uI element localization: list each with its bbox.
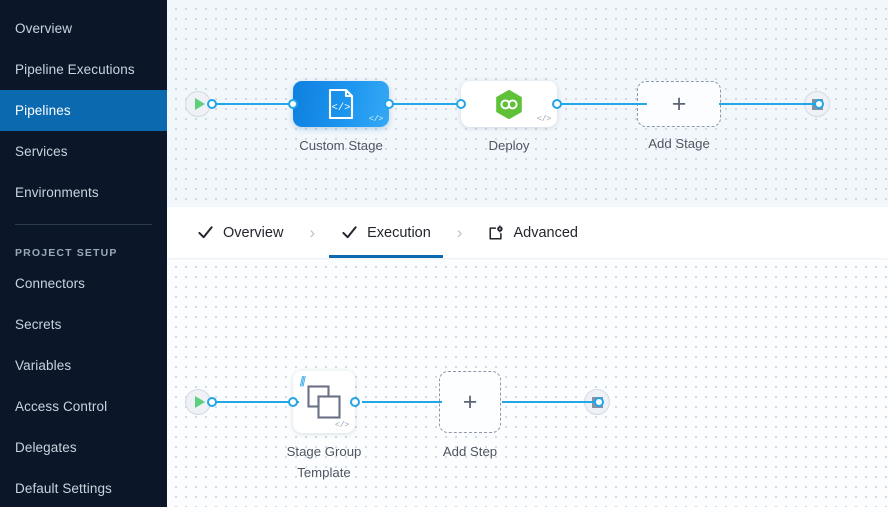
link-template-to-add-step — [362, 400, 442, 404]
node-add-step[interactable]: + Add Step — [439, 371, 501, 459]
start-output-port[interactable] — [207, 99, 217, 109]
custom-stage-output-port[interactable] — [384, 99, 394, 109]
sidebar-item-secrets[interactable]: Secrets — [0, 304, 167, 345]
step-start-node[interactable] — [185, 389, 211, 415]
template-code-badge: </> — [334, 420, 350, 430]
sidebar-item-label: Overview — [15, 21, 73, 36]
sidebar-item-overview[interactable]: Overview — [0, 8, 167, 49]
execution-graph-canvas[interactable]: ||| </> Stage Group Template + Add Step — [167, 258, 888, 507]
sidebar-item-services[interactable]: Services — [0, 131, 167, 172]
link-custom-stage-to-deploy — [389, 102, 497, 106]
sidebar-item-label: Services — [15, 144, 68, 159]
tab-label-execution: Execution — [367, 224, 431, 241]
primary-sidebar: Overview Pipeline Executions Pipelines S… — [0, 0, 167, 507]
tab-separator-1: › — [309, 222, 316, 242]
node-label-deploy: Deploy — [488, 138, 530, 153]
add-stage-button[interactable]: + — [637, 81, 721, 127]
play-triangle — [194, 98, 205, 110]
stage-group-template-box[interactable]: ||| </> — [293, 371, 355, 433]
sidebar-item-pipeline-executions[interactable]: Pipeline Executions — [0, 49, 167, 90]
svg-text:</>: </> — [332, 102, 351, 114]
node-label-add-stage: Add Stage — [648, 136, 710, 151]
node-stage-group-template[interactable]: ||| </> Stage Group Template — [287, 371, 361, 480]
deploy-stage-code-badge: </> — [536, 114, 552, 124]
link-add-step-to-end — [502, 400, 602, 404]
template-output-port[interactable] — [350, 397, 360, 407]
harness-deploy-hexagon-icon — [496, 89, 522, 119]
sidebar-item-delegates[interactable]: Delegates — [0, 427, 167, 468]
link-deploy-to-add-stage — [557, 102, 647, 106]
advanced-settings-icon — [489, 224, 504, 240]
sidebar-item-connectors[interactable]: Connectors — [0, 263, 167, 304]
node-deploy-stage[interactable]: </> Deploy — [461, 81, 557, 153]
node-add-stage[interactable]: + Add Stage — [637, 81, 721, 151]
sidebar-item-label: Delegates — [15, 440, 77, 455]
sidebar-item-default-settings[interactable]: Default Settings — [0, 468, 167, 507]
add-step-button[interactable]: + — [439, 371, 501, 433]
start-play-icon — [185, 389, 211, 415]
node-custom-stage[interactable]: </> </> Custom Stage — [293, 81, 389, 153]
sidebar-item-label: Environments — [15, 185, 99, 200]
custom-stage-box[interactable]: </> </> — [293, 81, 389, 127]
link-add-stage-to-end — [719, 102, 819, 106]
sidebar-item-variables[interactable]: Variables — [0, 345, 167, 386]
deploy-input-port[interactable] — [456, 99, 466, 109]
tab-execution[interactable]: Execution — [329, 207, 443, 258]
link-start-to-template — [209, 400, 299, 404]
stacked-squares-template-icon — [307, 385, 341, 419]
sidebar-item-pipelines[interactable]: Pipelines — [0, 90, 167, 131]
sidebar-item-label: Secrets — [15, 317, 62, 332]
node-label-stage-group-template: Stage Group Template — [286, 444, 362, 480]
check-icon — [198, 226, 213, 239]
plus-icon: + — [462, 387, 478, 416]
play-triangle — [194, 396, 205, 408]
sidebar-item-label: Pipelines — [15, 103, 71, 118]
tab-overview[interactable]: Overview — [185, 207, 295, 258]
step-start-output-port[interactable] — [207, 397, 217, 407]
custom-stage-input-port[interactable] — [288, 99, 298, 109]
pipeline-tab-bar: Overview › Execution › Advanced — [167, 207, 888, 258]
tab-advanced[interactable]: Advanced — [476, 207, 590, 258]
end-input-port[interactable] — [814, 99, 824, 109]
sidebar-item-label: Connectors — [15, 276, 86, 291]
custom-stage-code-icon: </> — [328, 88, 354, 120]
sidebar-section-project-setup: PROJECT SETUP — [15, 247, 118, 259]
deploy-output-port[interactable] — [552, 99, 562, 109]
node-label-add-step: Add Step — [442, 444, 498, 459]
step-end-input-port[interactable] — [594, 397, 604, 407]
sidebar-item-label: Default Settings — [15, 481, 112, 496]
plus-icon: + — [671, 89, 687, 118]
sidebar-divider — [15, 224, 152, 225]
sidebar-item-label: Pipeline Executions — [15, 62, 135, 77]
sidebar-item-access-control[interactable]: Access Control — [0, 386, 167, 427]
tab-label-advanced: Advanced — [513, 224, 578, 241]
link-start-to-custom-stage — [209, 102, 337, 106]
sidebar-item-label: Access Control — [15, 399, 108, 414]
sidebar-item-environments[interactable]: Environments — [0, 172, 167, 213]
tab-label-overview: Overview — [223, 224, 284, 241]
custom-stage-code-badge: </> — [368, 114, 384, 124]
main-content: </> </> Custom Stage </> Deploy — [167, 0, 888, 507]
template-input-port[interactable] — [288, 397, 298, 407]
deploy-stage-box[interactable]: </> — [461, 81, 557, 127]
stage-graph-canvas[interactable]: </> </> Custom Stage </> Deploy — [167, 0, 888, 207]
node-label-custom-stage: Custom Stage — [299, 138, 383, 153]
check-icon — [342, 226, 357, 239]
sidebar-item-label: Variables — [15, 358, 72, 373]
tab-separator-2: › — [456, 222, 463, 242]
